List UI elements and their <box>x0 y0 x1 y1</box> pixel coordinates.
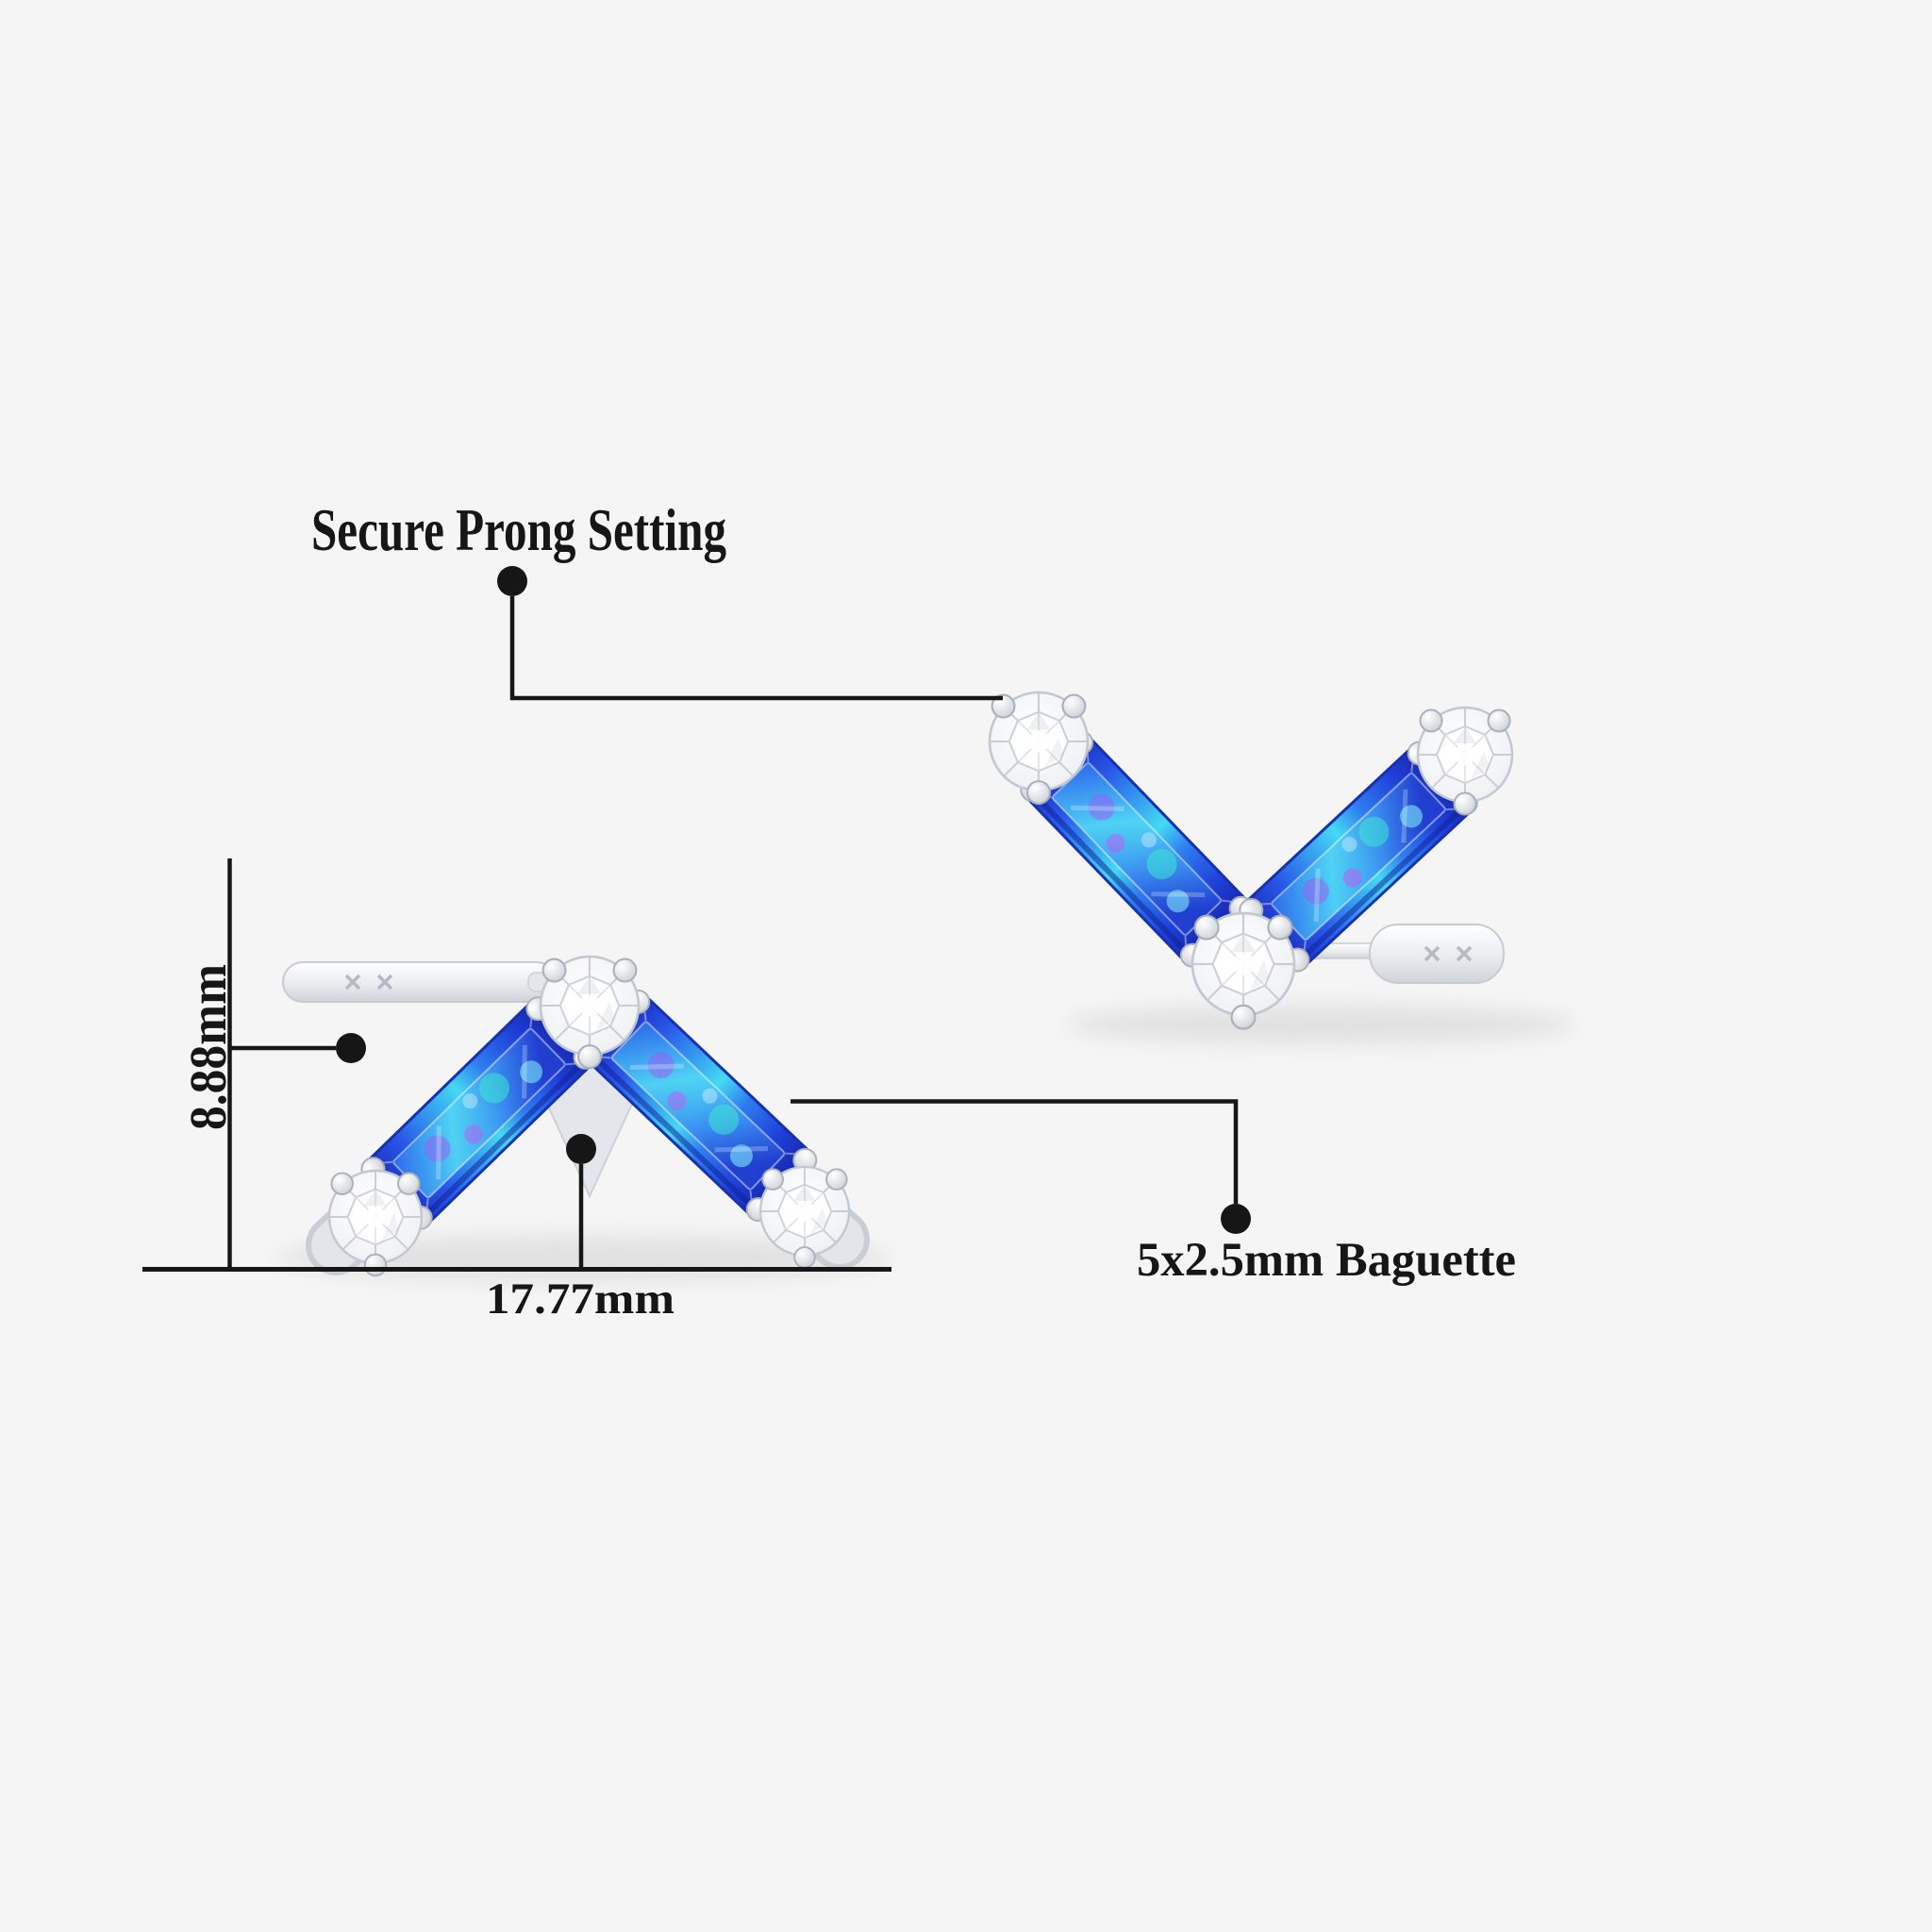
baguette-leader-line <box>791 1099 1239 1204</box>
earring-shadow <box>1066 1005 1575 1044</box>
prong-setting-label: Secure Prong Setting <box>311 496 726 563</box>
prong-callout-dot <box>497 566 527 596</box>
height-pointer-dot <box>336 1033 366 1063</box>
width-label: 17.77mm <box>486 1274 675 1324</box>
prong-leader-line <box>509 596 1003 701</box>
height-label: 8.88mm <box>179 964 237 1130</box>
annotation-layer: Secure Prong Setting 8.88mm 17.77mm 5x2.… <box>142 496 1516 1324</box>
side-view-earring <box>988 691 1575 1044</box>
baguette-label: 5x2.5mm Baguette <box>1137 1234 1516 1287</box>
width-pointer-dot <box>566 1134 596 1164</box>
baguette-callout-dot <box>1221 1204 1251 1234</box>
